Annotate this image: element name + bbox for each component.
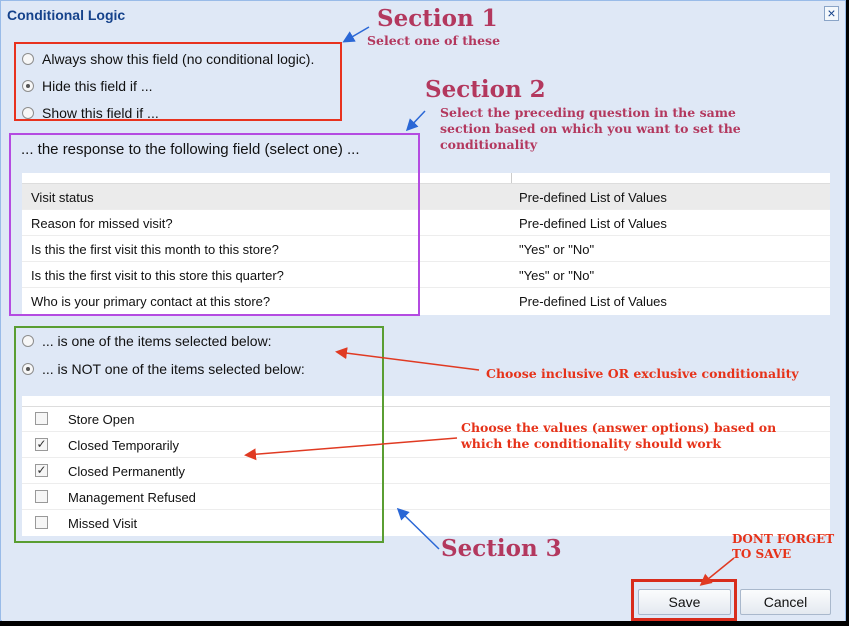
field-type: Pre-defined List of Values — [519, 190, 667, 205]
save-button[interactable]: Save — [638, 589, 731, 615]
value-label: Management Refused — [68, 490, 196, 505]
value-checkbox[interactable] — [35, 490, 48, 503]
radio-is-one-of-label: ... is one of the items selected below: — [42, 333, 272, 349]
field-type: Pre-defined List of Values — [519, 294, 667, 309]
field-table-row[interactable]: Visit status Pre-defined List of Values — [22, 184, 830, 210]
values-table-header — [22, 396, 830, 407]
value-label: Missed Visit — [68, 516, 138, 531]
radio-is-not-one-of-control[interactable] — [22, 363, 34, 375]
value-checkbox[interactable] — [35, 412, 48, 425]
section2-note-line3: conditionality — [440, 137, 538, 152]
section2-note-line2: section based on which you want to set t… — [440, 121, 741, 136]
inclusive-note: Choose inclusive OR exclusive conditiona… — [486, 366, 799, 381]
radio-always-show-control[interactable] — [22, 53, 34, 65]
save-note-line1: DONT FORGET — [732, 532, 835, 546]
value-checkbox[interactable]: ✓ — [35, 463, 48, 477]
radio-show-if[interactable]: Show this field if ... — [22, 105, 159, 121]
field-name: Visit status — [31, 190, 94, 205]
section3-title: Section 3 — [441, 535, 562, 562]
value-row[interactable]: ✓ Closed Temporarily — [22, 432, 830, 458]
section1-note: Select one of these — [367, 33, 501, 48]
radio-hide-if-label: Hide this field if ... — [42, 78, 153, 94]
values-note-line1: Choose the values (answer options) based… — [461, 420, 777, 435]
field-table-row[interactable]: Is this the first visit to this store th… — [22, 262, 830, 288]
section2-title: Section 2 — [425, 76, 546, 103]
section2-note-line1: Select the preceding question in the sam… — [440, 105, 736, 120]
field-type: "Yes" or "No" — [519, 268, 595, 283]
radio-show-if-label: Show this field if ... — [42, 105, 159, 121]
field-prompt: ... the response to the following field … — [21, 141, 360, 158]
radio-always-show-label: Always show this field (no conditional l… — [42, 51, 315, 67]
cancel-button[interactable]: Cancel — [740, 589, 831, 615]
dialog-title: Conditional Logic — [7, 7, 126, 23]
field-name: Is this the first visit to this store th… — [31, 268, 284, 283]
value-row[interactable]: Missed Visit — [22, 510, 830, 536]
field-name: Is this the first visit this month to th… — [31, 242, 279, 257]
dialog-titlebar: Conditional Logic × — [1, 1, 845, 27]
field-type: Pre-defined List of Values — [519, 216, 667, 231]
value-label: Store Open — [68, 412, 135, 427]
field-table-row[interactable]: Who is your primary contact at this stor… — [22, 288, 830, 314]
field-table-row[interactable]: Is this the first visit this month to th… — [22, 236, 830, 262]
value-row[interactable]: Store Open — [22, 406, 830, 432]
radio-is-one-of[interactable]: ... is one of the items selected below: — [22, 333, 272, 349]
radio-is-not-one-of[interactable]: ... is NOT one of the items selected bel… — [22, 361, 305, 377]
radio-always-show[interactable]: Always show this field (no conditional l… — [22, 51, 314, 67]
section3-outline — [14, 326, 384, 543]
close-button[interactable]: × — [824, 6, 839, 21]
field-table-header — [22, 173, 830, 184]
field-name: Reason for missed visit? — [31, 216, 173, 231]
save-note-line2: TO SAVE — [732, 547, 792, 561]
value-label: Closed Temporarily — [68, 438, 180, 453]
field-table-row[interactable]: Reason for missed visit? Pre-defined Lis… — [22, 210, 830, 236]
close-icon: × — [827, 5, 836, 21]
radio-show-if-control[interactable] — [22, 107, 34, 119]
radio-hide-if[interactable]: Hide this field if ... — [22, 78, 153, 94]
value-row[interactable]: ✓ Closed Permanently — [22, 458, 830, 484]
field-name: Who is your primary contact at this stor… — [31, 294, 271, 309]
section2-outline — [9, 133, 420, 316]
values-note-line2: which the conditionality should work — [461, 436, 722, 451]
field-type: "Yes" or "No" — [519, 242, 595, 257]
value-checkbox[interactable] — [35, 516, 48, 529]
value-label: Closed Permanently — [68, 464, 186, 479]
section1-outline — [14, 42, 342, 121]
radio-is-one-of-control[interactable] — [22, 335, 34, 347]
radio-hide-if-control[interactable] — [22, 80, 34, 92]
value-checkbox[interactable]: ✓ — [35, 437, 48, 451]
save-highlight — [631, 579, 737, 621]
section1-title: Section 1 — [377, 5, 498, 32]
radio-is-not-one-of-label: ... is NOT one of the items selected bel… — [42, 361, 305, 377]
field-table: Visit status Pre-defined List of Values … — [22, 173, 830, 315]
